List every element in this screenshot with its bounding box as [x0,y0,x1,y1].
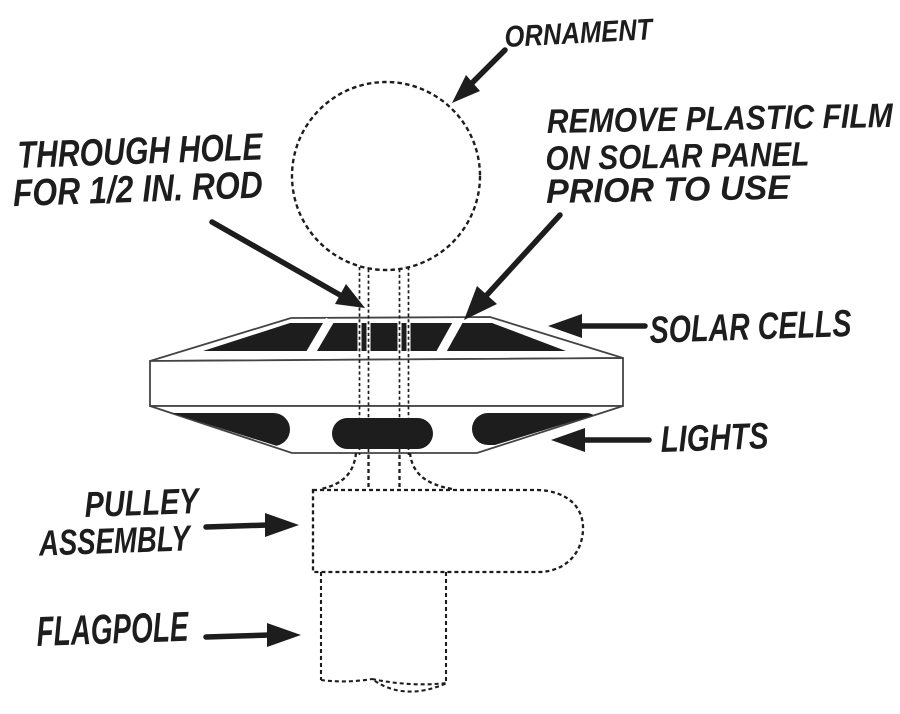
flagpole-arrow [203,623,301,647]
flagpole-graphic [319,572,448,693]
pulley-housing [311,488,585,574]
lights-arrow [551,428,652,452]
remove-film-arrow [464,212,563,320]
pulley-assembly-arrow [203,513,299,537]
pulley-assembly-label: PULLEY ASSEMBLY [37,480,202,564]
solar-cells-graphic [203,317,566,357]
ornament-arrow [452,47,508,103]
ornament-ball [290,80,482,272]
remove-film-label-line1: REMOVE PLASTIC FILM [546,97,893,141]
through-hole-label-line2: FOR 1/2 IN. ROD [12,164,263,215]
pulley-flare-right [408,452,453,491]
pulley-label-line2: ASSEMBLY [37,517,192,563]
light-middle [332,418,433,449]
solar-cells-label: SOLAR CELLS [649,303,852,352]
pulley-label-line1: PULLEY [84,480,202,525]
through-hole-label: THROUGH HOLE FOR 1/2 IN. ROD [12,126,265,215]
lights-graphic [156,413,602,449]
flagpole-bottom-lens [371,677,448,693]
pulley-flare-left [320,452,358,491]
cell-divider [306,317,334,357]
remove-film-label: REMOVE PLASTIC FILM ON SOLAR PANEL PRIOR… [545,97,894,211]
cell-divider [436,317,463,357]
panel-side-band [149,357,624,407]
pulley-assembly-graphic [311,452,585,574]
flagpole-bottom-edge [320,677,373,683]
ornament-label: ORNAMENT [504,13,656,54]
solar-cells-arrow [548,314,648,338]
lights-label: LIGHTS [660,415,770,460]
through-hole-label-line1: THROUGH HOLE [17,126,265,177]
remove-film-label-line3: PRIOR TO USE [546,169,792,211]
remove-film-label-line2: ON SOLAR PANEL [545,135,810,178]
through-hole-arrow [209,219,365,308]
flagpole-label: FLAGPOLE [36,603,191,655]
